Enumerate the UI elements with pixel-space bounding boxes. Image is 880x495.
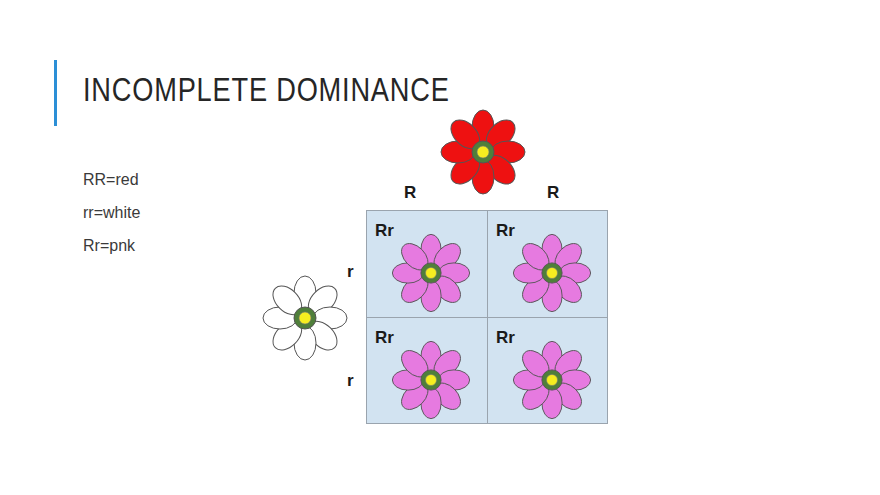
genotype-label: Rr <box>375 221 394 241</box>
pink-flower <box>513 341 590 418</box>
punnett-cell: Rr <box>487 210 608 318</box>
legend-text: RR=red <box>83 171 139 189</box>
allele-header: R <box>547 183 559 203</box>
punnett-cell: Rr <box>366 210 488 318</box>
genotype-label: Rr <box>496 328 515 348</box>
legend-text: Rr=pnk <box>83 237 135 255</box>
pink-flower <box>392 341 469 418</box>
red-flower <box>441 110 525 194</box>
allele-header: R <box>404 183 416 203</box>
punnett-cell: Rr <box>366 317 488 424</box>
genotype-label: Rr <box>375 328 394 348</box>
grid-background <box>366 210 608 424</box>
white-flower <box>263 276 347 360</box>
slide-title: INCOMPLETE DOMINANCE <box>83 70 450 109</box>
allele-header: r <box>347 371 354 391</box>
legend-text: rr=white <box>83 204 140 222</box>
allele-header: r <box>347 262 354 282</box>
genotype-label: Rr <box>496 221 515 241</box>
accent-bar <box>54 60 57 126</box>
pink-flower <box>513 234 590 311</box>
pink-flower <box>392 234 469 311</box>
punnett-cell: Rr <box>487 317 608 424</box>
